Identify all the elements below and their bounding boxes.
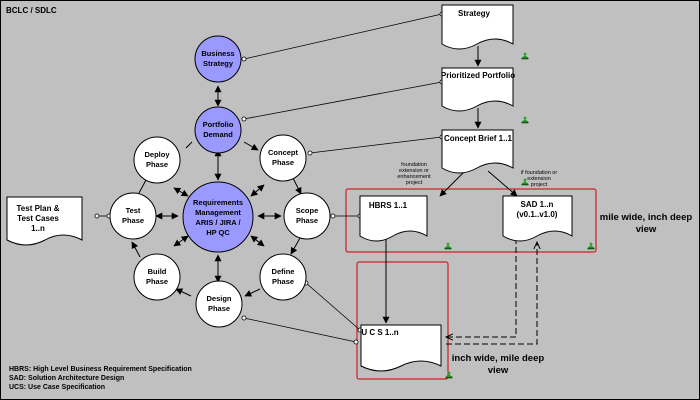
circle-concept-line-2: Phase	[272, 158, 294, 167]
mile-wide-view-label: mile wide, inch deep view	[600, 212, 693, 235]
document-concept-brief: Concept Brief 1..1	[441, 129, 514, 174]
document-test-plan-line-3: 1..n	[31, 224, 45, 233]
mile-wide-highlight-box	[345, 188, 597, 253]
circle-portfolio-demand-line-1: Portfolio	[203, 120, 234, 129]
sad-note: if foundation or extension project	[521, 170, 558, 188]
document-ucs-label: U C S 1..n	[361, 328, 398, 337]
document-sad: SAD 1..n (v0.1..v1.0)	[502, 195, 573, 242]
circle-arrows	[131, 85, 302, 297]
document-prioritized-portfolio: Prioritized Portfolio	[441, 67, 515, 112]
circle-business-strategy: Business Strategy	[194, 35, 242, 83]
circle-concept-phase: Concept Phase	[259, 134, 307, 182]
legend-ucs: UCS: Use Case Specification	[9, 384, 105, 391]
circle-scope-line-1: Scope	[296, 206, 319, 215]
document-ucs: U C S 1..n	[360, 324, 442, 372]
circle-design-line-2: Phase	[208, 304, 230, 313]
circle-concept-line-1: Concept	[268, 148, 299, 157]
document-hbrs: HBRS 1..1	[359, 195, 428, 242]
legend: HBRS: High Level Business Requirement Sp…	[9, 366, 192, 391]
circle-business-strategy-line-2: Strategy	[203, 59, 234, 68]
circle-requirements-line-3: ARIS / JIRA /	[195, 218, 241, 227]
circle-design-phase: Design Phase	[195, 280, 243, 328]
circle-deploy-line-2: Phase	[146, 160, 168, 169]
document-concept-brief-label: Concept Brief 1..1	[444, 134, 513, 143]
document-sad-line-1: SAD 1..n	[521, 200, 554, 209]
sad-note-line-1: if foundation or	[521, 170, 558, 176]
circle-requirements-line-4: HP QC	[206, 228, 230, 237]
circle-business-strategy-line-1: Business	[201, 49, 234, 58]
legend-sad: SAD: Solution Architecture Design	[9, 375, 124, 382]
circle-deploy-line-1: Deploy	[144, 150, 170, 159]
hbrs-note-line-3: enhancement	[397, 174, 431, 180]
circle-portfolio-demand: Portfolio Demand	[194, 106, 242, 154]
circle-test-phase: Test Phase	[109, 192, 157, 240]
document-strategy: Strategy	[441, 4, 514, 50]
circle-define-phase: Define Phase	[259, 253, 307, 301]
legend-hbrs: HBRS: High Level Business Requirement Sp…	[9, 366, 192, 373]
document-sad-line-2: (v0.1..v1.0)	[517, 210, 558, 219]
document-test-plan-line-1: Test Plan &	[17, 204, 60, 213]
circle-build-line-1: Build	[148, 267, 167, 276]
hbrs-note-line-2: extension or	[399, 168, 429, 174]
circle-requirements-management: Requirements Management ARIS / JIRA / HP…	[182, 181, 254, 253]
circle-scope-phase: Scope Phase	[283, 192, 331, 240]
hbrs-note-line-1: foundation	[401, 162, 427, 168]
diagram-title: BCLC / SDLC	[6, 6, 57, 15]
mile-wide-view-line-2: view	[636, 224, 657, 235]
hbrs-note: foundation extension or enhancement proj…	[397, 162, 431, 186]
mile-wide-view-line-1: mile wide, inch deep	[600, 212, 693, 223]
circle-test-line-2: Phase	[122, 216, 144, 225]
inch-wide-view-label: inch wide, mile deep view	[452, 353, 545, 376]
hbrs-note-line-4: project	[406, 180, 423, 186]
circle-scope-line-2: Phase	[296, 216, 318, 225]
circle-design-line-1: Design	[206, 294, 231, 303]
circle-requirements-line-1: Requirements	[193, 198, 243, 207]
circle-requirements-line-2: Management	[195, 208, 241, 217]
circle-build-phase: Build Phase	[133, 253, 181, 301]
sad-note-line-3: project	[531, 182, 548, 188]
circle-build-line-2: Phase	[146, 277, 168, 286]
document-test-plan-line-2: Test Cases	[17, 214, 59, 223]
circle-test-line-1: Test	[126, 206, 141, 215]
circle-define-line-2: Phase	[272, 277, 294, 286]
document-flow-arrows	[382, 46, 537, 345]
inch-wide-view-line-1: inch wide, mile deep	[452, 353, 545, 364]
circle-define-line-1: Define	[272, 267, 295, 276]
document-hbrs-label: HBRS 1..1	[369, 201, 408, 210]
sad-note-line-2: extension	[527, 176, 551, 182]
inch-wide-view-line-2: view	[488, 365, 509, 376]
document-strategy-label: Strategy	[458, 9, 491, 18]
document-test-plan: Test Plan & Test Cases 1..n	[6, 196, 83, 246]
circle-portfolio-demand-line-2: Demand	[203, 130, 233, 139]
inch-wide-highlight-box	[356, 261, 449, 380]
document-prioritized-portfolio-label: Prioritized Portfolio	[441, 71, 515, 80]
circle-deploy-phase: Deploy Phase	[133, 136, 181, 184]
